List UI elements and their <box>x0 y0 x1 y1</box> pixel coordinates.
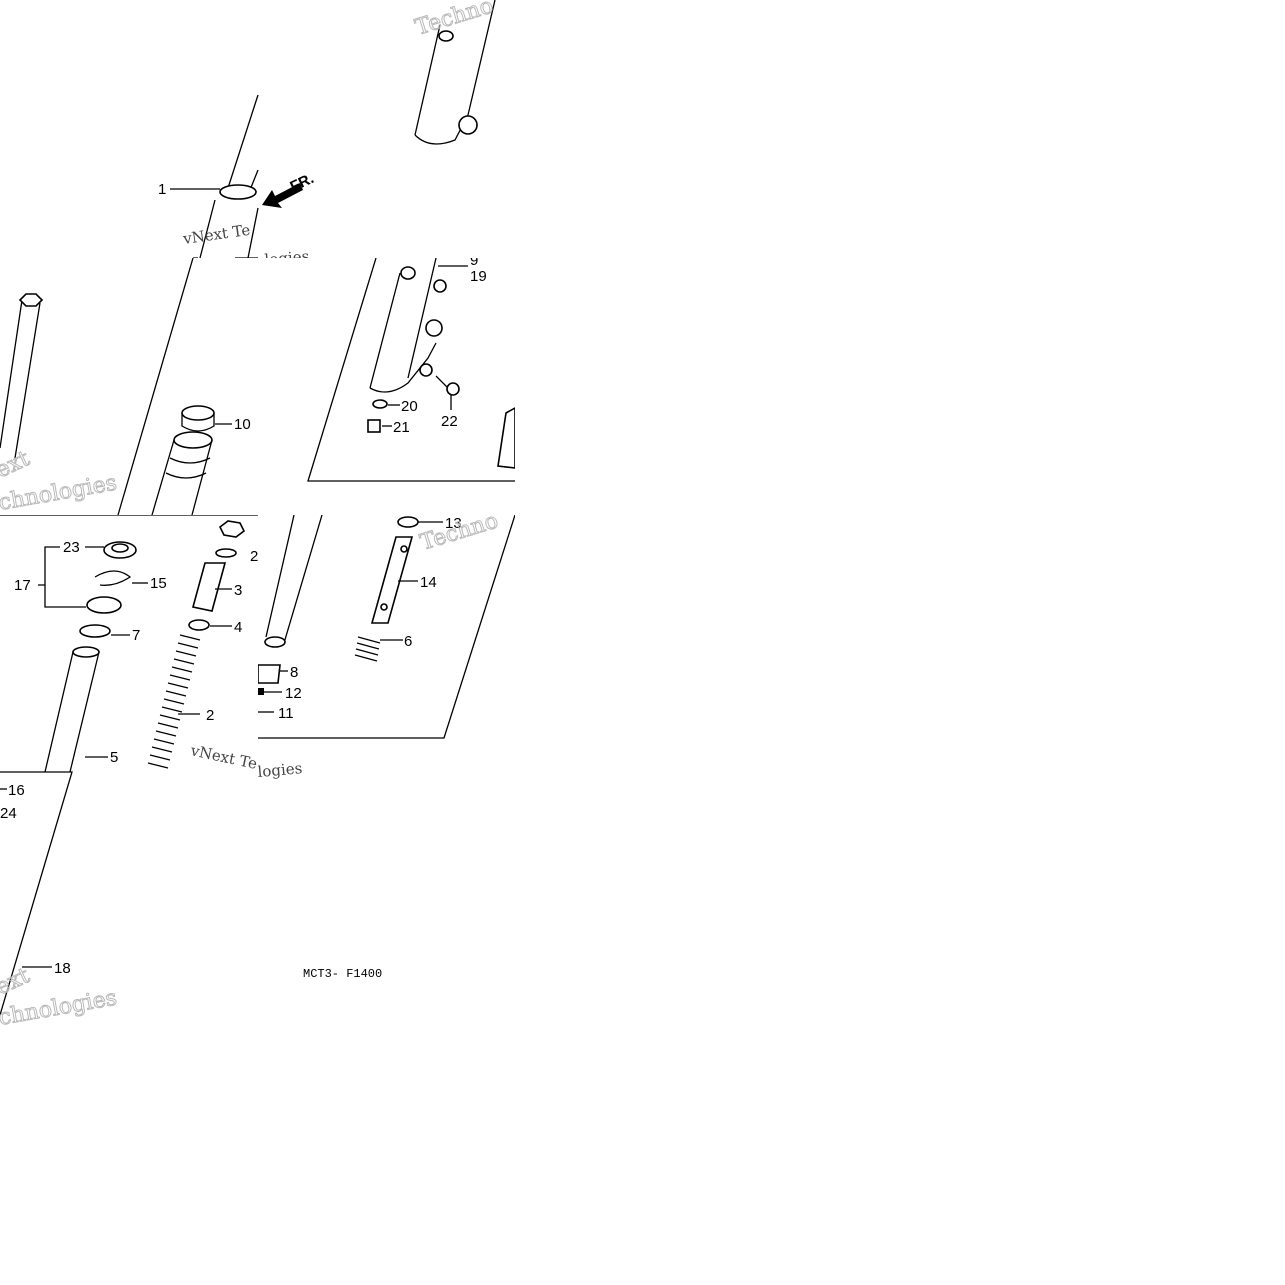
slider-lower-foot <box>369 342 437 393</box>
callout-22: 22 <box>441 413 458 430</box>
part-4-seat <box>188 619 210 631</box>
tile-bottom-left: 23 15 17 7 5 2 3 4 <box>0 515 258 1030</box>
callout-1: 1 <box>158 181 166 198</box>
callout-2: 2 <box>206 707 214 724</box>
callout-20: 20 <box>401 398 418 415</box>
part-5-top <box>72 646 100 658</box>
part-17-seal <box>86 596 122 614</box>
tile-middle-right-svg: 9 19 20 21 22 <box>307 258 515 482</box>
tile-top-center-svg: 1 FR. Techno vNext Te logies <box>158 0 497 258</box>
tile-bottom-left-svg: 23 15 17 7 5 2 3 4 <box>0 515 258 1030</box>
part-21-bolt <box>367 419 381 433</box>
slider-lower-body <box>369 258 437 389</box>
part-6-spring <box>354 636 381 662</box>
part-15-clip <box>94 570 132 586</box>
callout-11: 11 <box>278 705 294 722</box>
panel-border-bottom-right <box>258 515 515 739</box>
watermark-logies-top: logies <box>264 247 310 258</box>
callout-17: 17 <box>14 577 31 594</box>
part-7-washer <box>79 624 111 638</box>
outer-slider-upper <box>414 0 496 136</box>
slider-axle-hole <box>458 115 478 135</box>
tile-bottom-right: 13 14 6 8 12 11 MCT3- F1400 Techno <box>258 515 515 1030</box>
part-plug-bolt <box>218 520 246 538</box>
slider-mount-caliper <box>425 319 443 337</box>
watermark-vnext-top: vNext Te <box>181 221 251 248</box>
tile-middle-right: 9 19 20 21 22 <box>258 258 515 515</box>
bracket-17 <box>38 546 86 608</box>
damper-rod-nut <box>18 293 44 307</box>
tile-middle-left-svg: 10 ext chnologies <box>0 258 251 515</box>
callout-2-top: 2 <box>250 548 258 565</box>
part-23-seal-inner <box>111 543 129 553</box>
panel-border-left <box>117 258 194 515</box>
part-10-ring-body <box>181 413 215 432</box>
callout-16: 16 <box>8 782 25 799</box>
part-5-tube <box>44 651 100 773</box>
callout-15: 15 <box>150 575 167 592</box>
part-14-damper-rod <box>370 536 414 624</box>
callout-24: 24 <box>0 805 17 822</box>
callout-5: 5 <box>110 749 118 766</box>
callout-4: 4 <box>234 619 242 636</box>
fork-tube-ring <box>219 184 257 200</box>
front-direction-label: FR. <box>288 170 317 196</box>
part-12-washer <box>258 688 264 695</box>
part-right-edge <box>497 407 515 469</box>
watermark-technologies-mid: chnologies <box>0 471 119 515</box>
part-13-ring <box>397 516 419 528</box>
watermark-ext-bottom: ext <box>0 963 34 1000</box>
outer-slider-body <box>151 439 213 515</box>
callout-19: 19 <box>470 268 487 285</box>
part-22-head <box>446 382 460 396</box>
inner-tube-lower <box>265 515 323 644</box>
part-14-port-1 <box>400 545 408 553</box>
part-10-ring <box>181 405 215 421</box>
watermark-ext-mid: ext <box>0 446 34 483</box>
tile-bottom-right-svg: 13 14 6 8 12 11 MCT3- F1400 Techno <box>258 515 515 981</box>
callout-23: 23 <box>63 539 80 556</box>
outer-slider-groove <box>165 457 211 479</box>
fork-tube-body <box>199 199 259 258</box>
part-3-spacer <box>192 562 227 612</box>
fork-tube-upper <box>227 94 259 191</box>
part-14-port-2 <box>380 603 388 611</box>
slider-mount-mid <box>433 279 447 293</box>
damper-rod-left <box>0 299 41 459</box>
front-direction-arrow <box>262 183 303 208</box>
callout-13: 13 <box>445 515 462 532</box>
slider-eye-top <box>438 30 454 42</box>
part-2-spring <box>147 634 201 769</box>
watermark-tech-bottom: Techno <box>417 515 501 556</box>
callout-3: 3 <box>234 582 242 599</box>
tile-top-center: 1 FR. Techno vNext Te logies <box>0 0 515 258</box>
inner-tube-end <box>264 636 286 648</box>
callout-21: 21 <box>393 419 410 436</box>
slider-mount-lower <box>419 363 433 377</box>
watermark-vnext-bottom: vNext Te <box>188 741 258 773</box>
slider-axle-boss <box>414 114 469 145</box>
panel-border-bottom-top <box>0 515 258 1016</box>
callout-12: 12 <box>285 685 302 702</box>
callout-9: 9 <box>470 258 478 269</box>
tile-middle-left: 10 ext chnologies <box>0 258 258 515</box>
part-20-washer <box>372 399 388 409</box>
slider-mount-top <box>400 266 416 280</box>
callout-18: 18 <box>54 960 71 977</box>
watermark-logies-bottom: logies <box>258 759 303 781</box>
part-8-lock-piece <box>258 664 281 684</box>
callout-7: 7 <box>132 627 140 644</box>
part-oring <box>215 548 237 558</box>
figure-code: MCT3- F1400 <box>303 967 382 981</box>
callout-14: 14 <box>420 574 437 591</box>
watermark-tech-top: Techno <box>412 0 496 41</box>
callout-8: 8 <box>290 664 298 681</box>
callout-10: 10 <box>234 416 251 433</box>
callout-6: 6 <box>404 633 412 650</box>
panel-border-middle <box>307 258 515 482</box>
outer-slider-mouth <box>173 431 213 449</box>
